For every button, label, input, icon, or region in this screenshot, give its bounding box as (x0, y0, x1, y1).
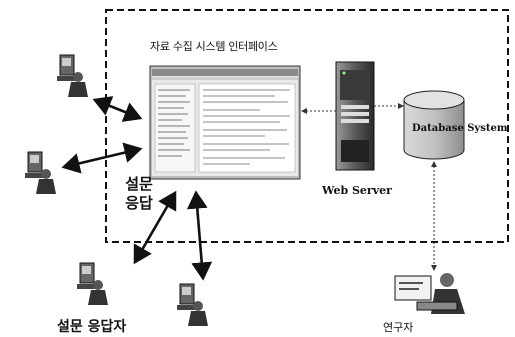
interface-screen-image (149, 65, 301, 180)
web-server-label: Web Server (322, 184, 392, 197)
arrow-respondent-2 (61, 142, 143, 174)
respondent-icon (177, 283, 208, 326)
respondent-label: 설문 응답자 (57, 319, 127, 335)
researcher-label: 연구자 (383, 321, 414, 334)
web-server-icon (335, 61, 375, 171)
arrow-respondent-1 (92, 96, 143, 122)
system-boundary (105, 9, 509, 243)
respondent-icon (25, 151, 56, 194)
researcher-icon (394, 273, 465, 314)
respondent-icon (77, 262, 108, 305)
survey-response-label: 설문 응답 (125, 175, 153, 212)
arrow-respondent-3 (133, 190, 177, 265)
respondent-icon (57, 54, 88, 97)
database-icon (403, 90, 465, 160)
arrow-respondent-4 (186, 190, 213, 281)
interface-title: 자료 수집 시스템 인터페이스 (150, 40, 278, 53)
database-label: Database System (412, 123, 508, 134)
